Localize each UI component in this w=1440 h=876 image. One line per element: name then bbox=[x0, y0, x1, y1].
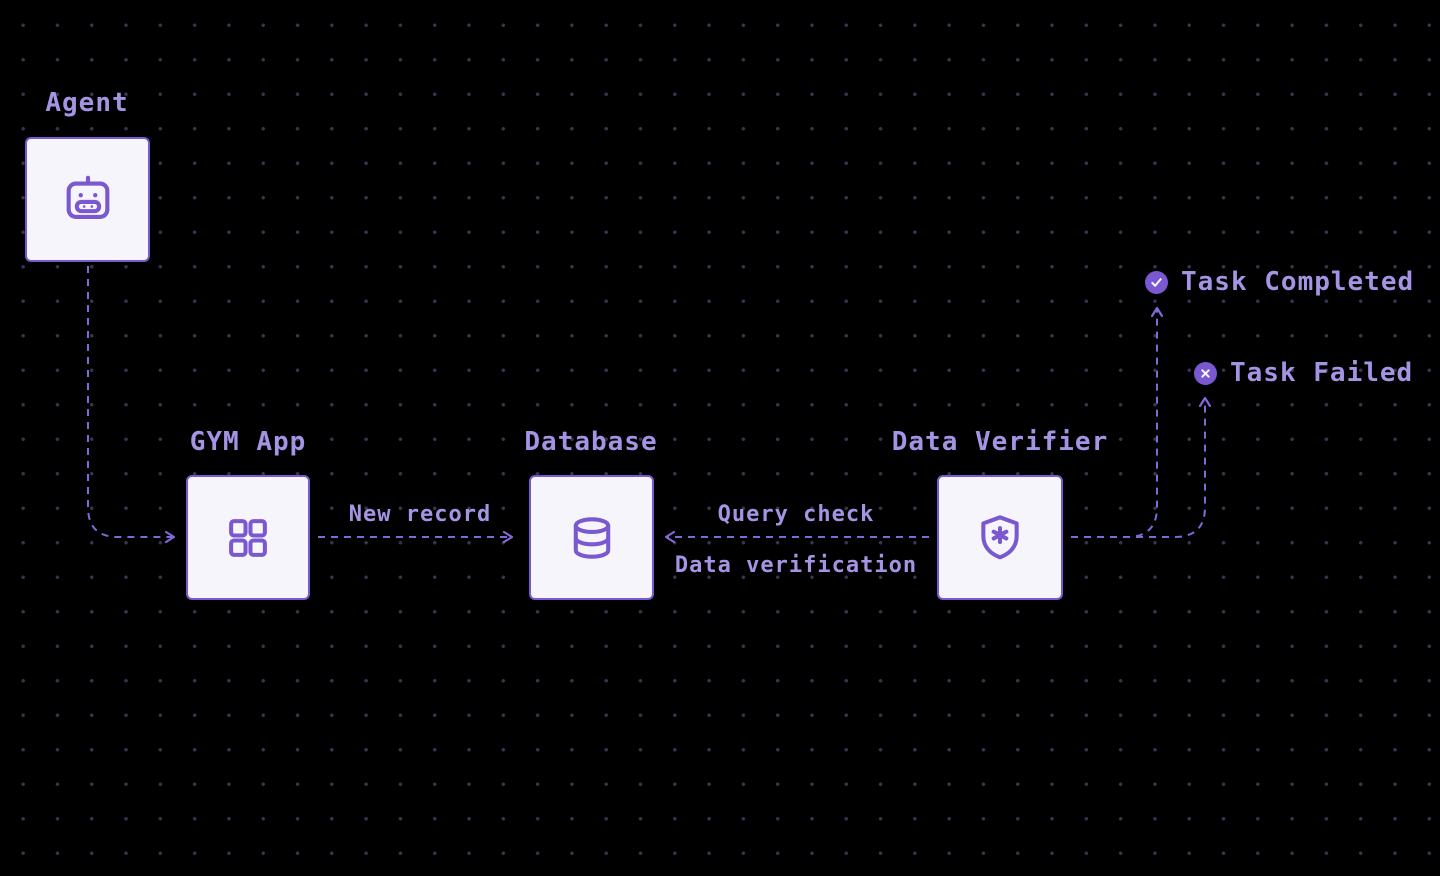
shield-star-icon bbox=[981, 514, 1019, 559]
outcome-label-task-completed: Task Completed bbox=[1181, 267, 1415, 297]
database-icon bbox=[573, 516, 610, 559]
outcome-label-task-failed: Task Failed bbox=[1230, 358, 1414, 388]
node-agent bbox=[25, 137, 150, 262]
node-database bbox=[529, 475, 654, 600]
node-label-gym-app: GYM App bbox=[189, 427, 307, 457]
node-data-verifier bbox=[937, 475, 1063, 600]
edge-label-query-check: Query check bbox=[717, 502, 875, 527]
edge-verifier-to-failed bbox=[1071, 396, 1212, 538]
app-grid-icon bbox=[229, 518, 267, 557]
check-circle-icon bbox=[1145, 270, 1168, 294]
node-label-agent: Agent bbox=[45, 88, 129, 118]
edge-verifier-to-completed bbox=[1071, 306, 1164, 538]
edge-label-data-verification: Data verification bbox=[674, 553, 918, 578]
edge-label-new-record: New record bbox=[348, 502, 492, 527]
outcome-task-completed: Task Completed bbox=[1145, 267, 1414, 297]
edge-agent-to-gym bbox=[87, 266, 176, 544]
node-label-data-verifier: Data Verifier bbox=[891, 427, 1109, 457]
x-circle-icon bbox=[1194, 361, 1217, 385]
outcome-task-failed: Task Failed bbox=[1194, 358, 1413, 388]
robot-icon bbox=[66, 175, 109, 219]
node-gym-app bbox=[186, 475, 310, 600]
node-label-database: Database bbox=[524, 427, 658, 457]
